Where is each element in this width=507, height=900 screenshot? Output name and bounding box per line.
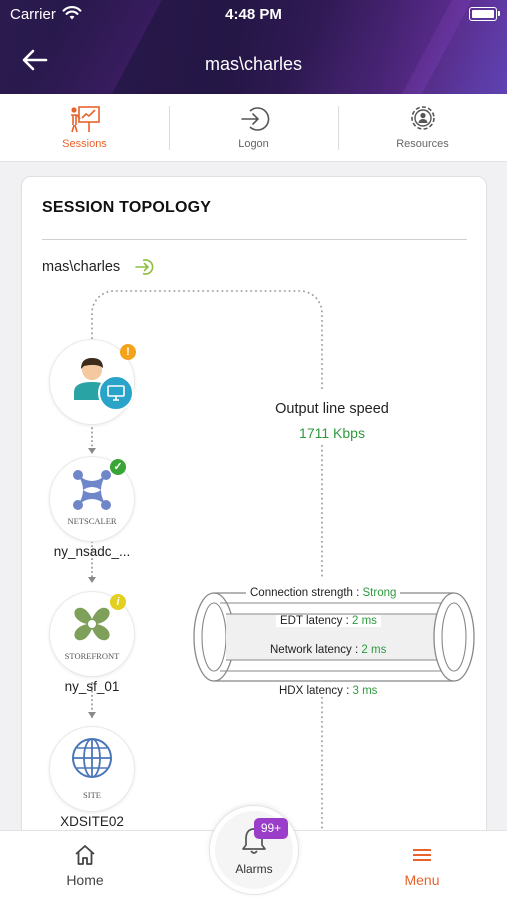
metric-value: 2 ms (361, 644, 387, 656)
site-node[interactable]: SITE (50, 727, 134, 811)
home-icon (75, 845, 95, 865)
tab-resources[interactable]: Resources (338, 94, 507, 162)
storefront-logo-text: STOREFRONT (64, 651, 120, 661)
warning-badge-icon: ! (120, 344, 136, 360)
menu-button[interactable]: Menu (362, 831, 482, 900)
metric-label: EDT latency : (280, 615, 353, 627)
ok-check-icon: ✓ (110, 459, 126, 475)
logon-icon (241, 107, 270, 131)
network-latency: Network latency : 2 ms (266, 644, 390, 656)
clock: 4:48 PM (225, 6, 282, 23)
metric-value: 3 ms (352, 685, 378, 697)
netscaler-icon (73, 470, 111, 510)
hdx-latency: HDX latency : 3 ms (275, 685, 382, 697)
node-label: ny_nsadc_... (53, 544, 131, 559)
tab-logon[interactable]: Logon (169, 94, 338, 162)
site-logo-text: SITE (83, 790, 101, 800)
edt-latency: EDT latency : 2 ms (276, 615, 381, 627)
output-line-speed-label: Output line speed (275, 401, 389, 417)
home-label: Home (66, 872, 104, 888)
connection-strength: Connection strength : Strong (246, 587, 401, 599)
storefront-icon (74, 607, 110, 641)
home-button[interactable]: Home (25, 831, 145, 900)
metric-value: Strong (362, 587, 397, 599)
netscaler-node[interactable]: NETSCALER (50, 457, 134, 541)
metric-label: Connection strength : (250, 587, 363, 599)
tab-divider (169, 106, 170, 150)
app-header: Carrier 4:48 PM mas\charles (0, 0, 507, 94)
card-title: SESSION TOPOLOGY (42, 199, 212, 216)
tab-label: Logon (238, 138, 269, 150)
session-user: mas\charles (42, 259, 121, 275)
desktop-badge (98, 375, 134, 411)
metric-label: HDX latency : (279, 685, 353, 697)
tab-label: Sessions (62, 138, 107, 150)
netscaler-logo-text: NETSCALER (67, 516, 117, 526)
node-label: XDSITE02 (60, 814, 124, 829)
metric-label: Network latency : (270, 644, 362, 656)
presentation-icon (71, 106, 100, 133)
divider (42, 239, 467, 240)
wifi-icon (62, 6, 82, 20)
monitor-icon (107, 385, 125, 401)
globe-icon (72, 738, 112, 778)
menu-label: Menu (404, 872, 440, 888)
status-bar: Carrier 4:48 PM (0, 0, 507, 28)
logon-status-icon (135, 259, 154, 275)
topology-connectors (88, 290, 323, 832)
battery-icon (469, 7, 500, 21)
hamburger-icon (413, 849, 431, 861)
back-arrow-icon[interactable] (20, 47, 50, 73)
tab-divider (338, 106, 339, 150)
alarms-button[interactable]: 99+ Alarms (210, 806, 298, 894)
node-label: ny_sf_01 (64, 679, 120, 694)
gear-user-icon (411, 106, 435, 130)
page-title: mas\charles (204, 54, 303, 74)
info-badge-icon: i (110, 594, 126, 610)
metric-value: 2 ms (352, 615, 377, 627)
tab-bar: Sessions Logon Resources (0, 94, 507, 162)
tab-sessions[interactable]: Sessions (0, 94, 169, 162)
carrier-label: Carrier (10, 6, 56, 23)
output-line-speed-value: 1711 Kbps (299, 425, 365, 441)
session-topology-card: SESSION TOPOLOGY mas\charles ! (21, 176, 487, 876)
alarms-label: Alarms (235, 862, 273, 876)
tab-label: Resources (396, 138, 449, 150)
alarm-count-badge: 99+ (254, 818, 288, 839)
